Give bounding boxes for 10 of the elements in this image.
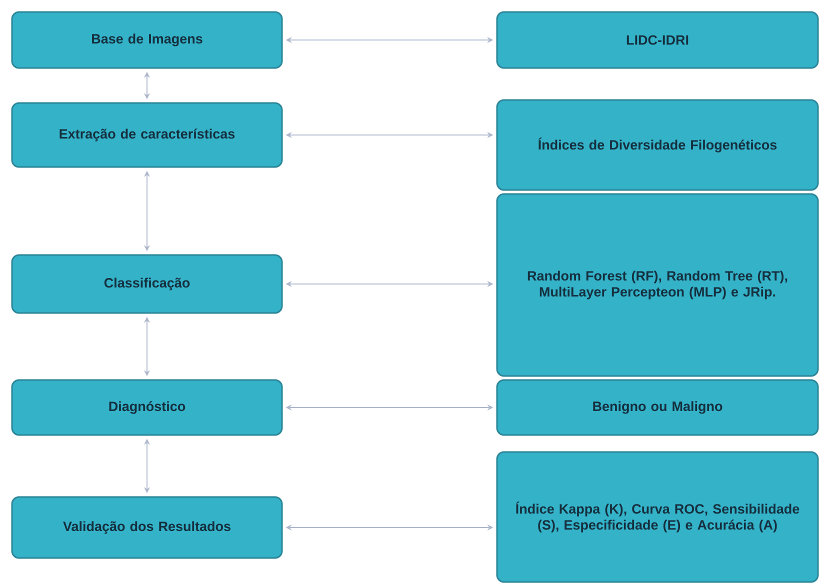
process-box: LIDC-IDRI bbox=[496, 11, 819, 69]
process-box: Diagnóstico bbox=[11, 379, 283, 436]
process-box: Classificação bbox=[11, 254, 283, 314]
process-box: Benigno ou Maligno bbox=[496, 379, 819, 436]
process-box: Base de Imagens bbox=[11, 11, 283, 69]
process-box: Índice Kappa (K), Curva ROC, Sensibilidade (S), Especificidade (E) e Acurácia (A) bbox=[496, 451, 819, 583]
process-box: Extração de características bbox=[11, 102, 283, 168]
process-box: Random Forest (RF), Random Tree (RT), MultiLayer Percepteon (MLP) e JRip. bbox=[496, 193, 819, 377]
process-box: Validação dos Resultados bbox=[11, 496, 283, 559]
process-box: Índices de Diversidade Filogenéticos bbox=[496, 99, 819, 191]
